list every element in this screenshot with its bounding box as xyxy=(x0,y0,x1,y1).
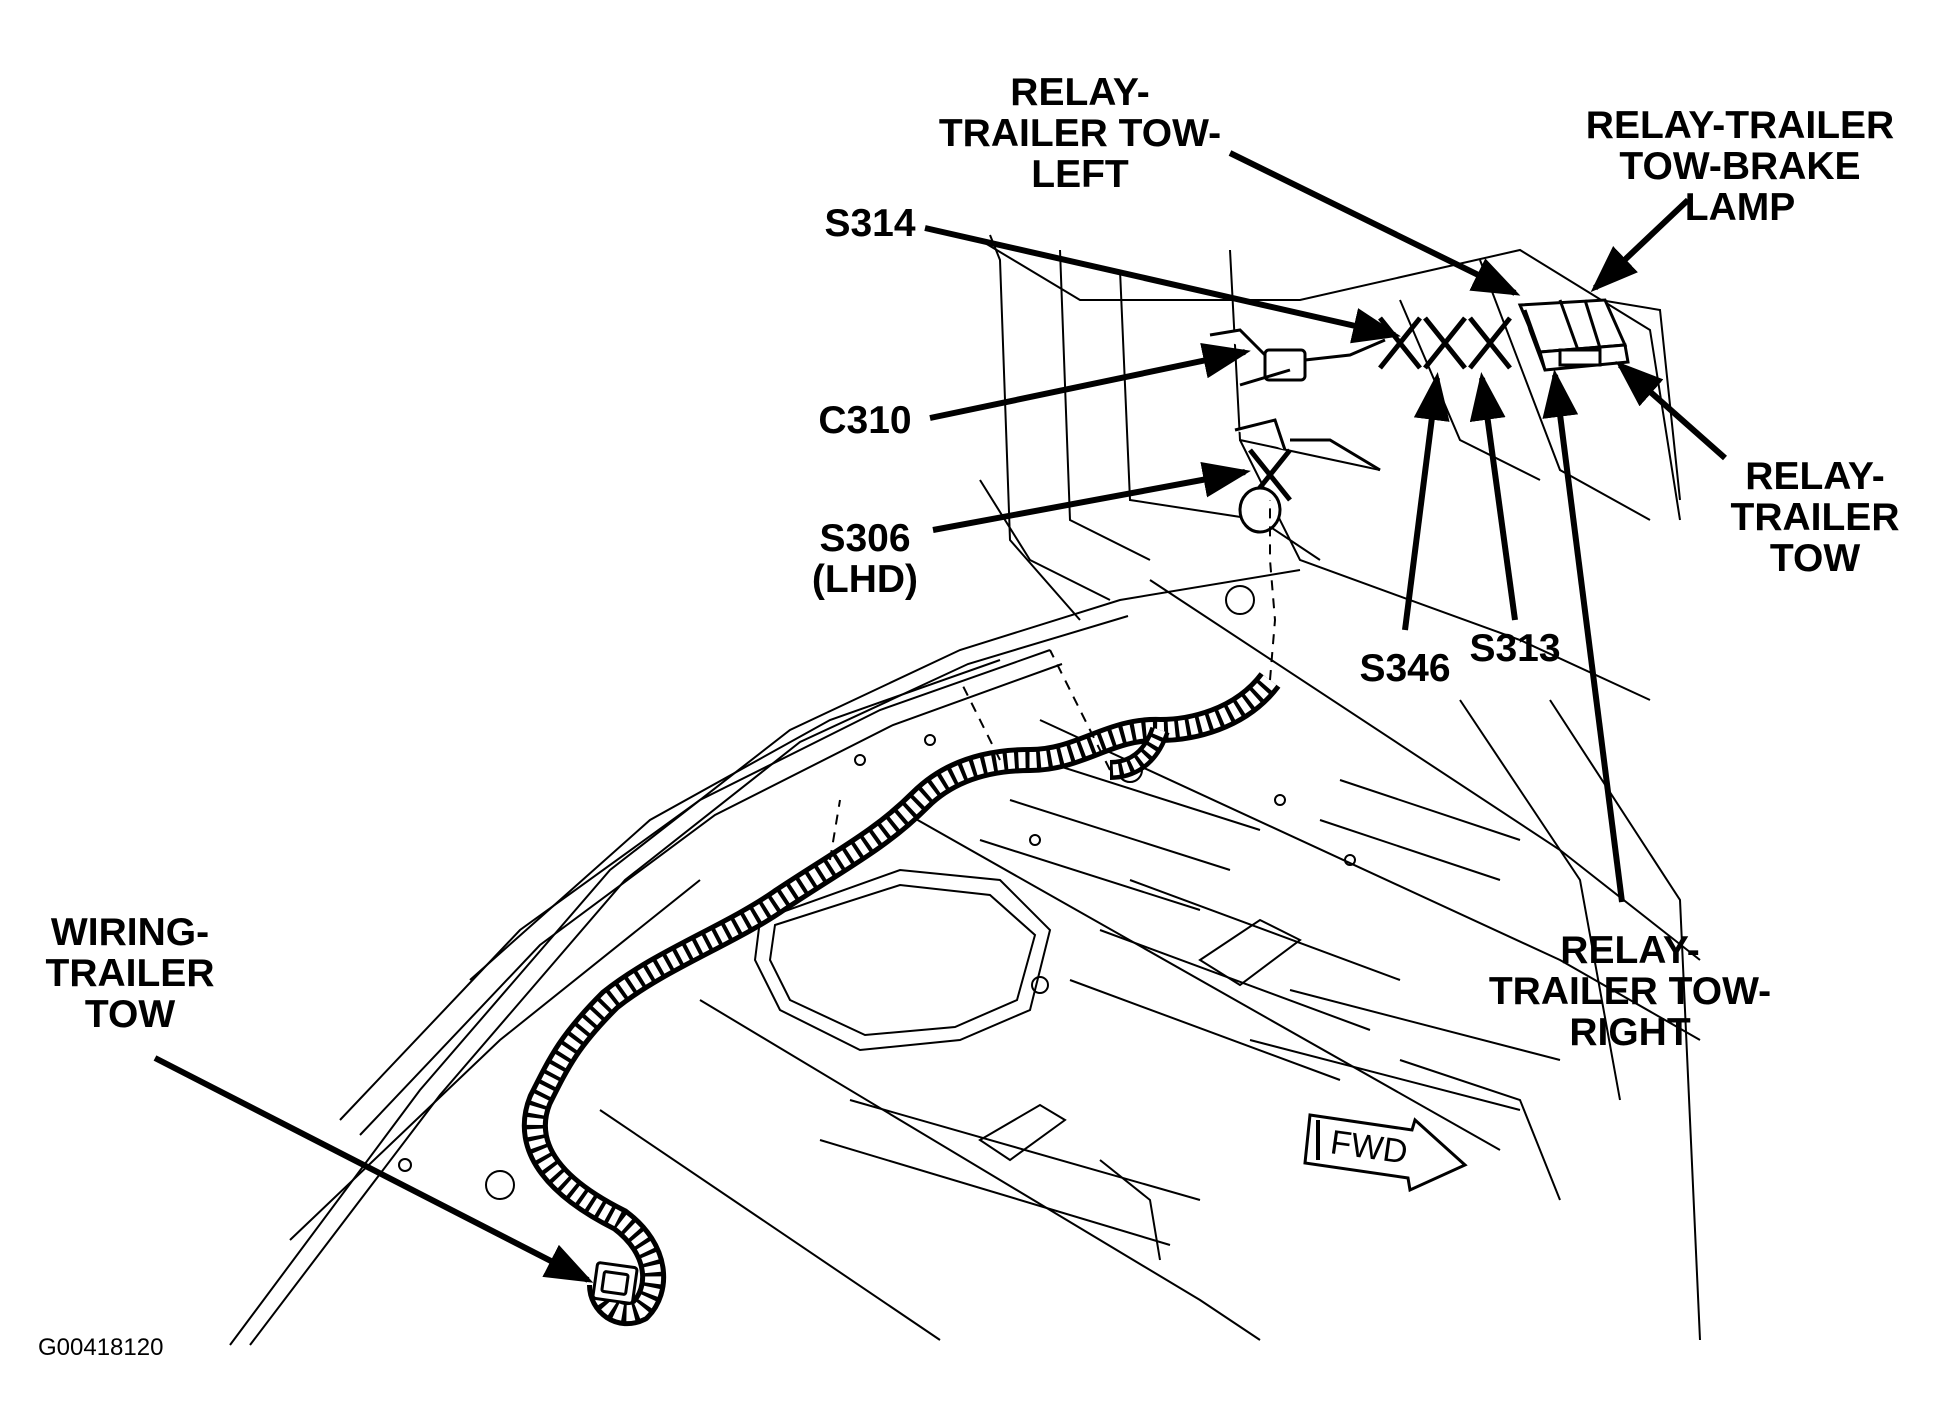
callout-s314: S314 xyxy=(824,202,916,245)
callout-c310: C310 xyxy=(818,399,912,442)
splice-marks xyxy=(1248,316,1512,502)
callout-s313: S313 xyxy=(1469,627,1561,670)
connector-parts xyxy=(1209,328,1386,534)
callout-relay-trailer-tow: RELAY- TRAILER TOW xyxy=(1730,455,1900,580)
trailer-tow-harness xyxy=(521,500,1281,1327)
relay-block xyxy=(1517,298,1630,372)
callout-relay-trailer-tow-right: RELAY- TRAILER TOW- RIGHT xyxy=(1488,929,1772,1054)
leader-arrows xyxy=(153,150,1727,1283)
callout-relay-trailer-tow-brake-lamp: RELAY-TRAILER TOW-BRAKE LAMP xyxy=(1585,104,1895,229)
harness-end-connector xyxy=(591,1261,639,1305)
fwd-arrow-icon xyxy=(1303,1113,1468,1193)
callout-wiring-trailer-tow: WIRING- TRAILER TOW xyxy=(45,911,215,1036)
callout-s346: S346 xyxy=(1359,647,1451,690)
floor-pan-outline xyxy=(229,234,1701,1346)
callout-relay-trailer-tow-left: RELAY- TRAILER TOW- LEFT xyxy=(938,71,1222,196)
figure-code: G00418120 xyxy=(38,1334,164,1361)
callout-s306-lhd: S306 (LHD) xyxy=(811,517,919,601)
